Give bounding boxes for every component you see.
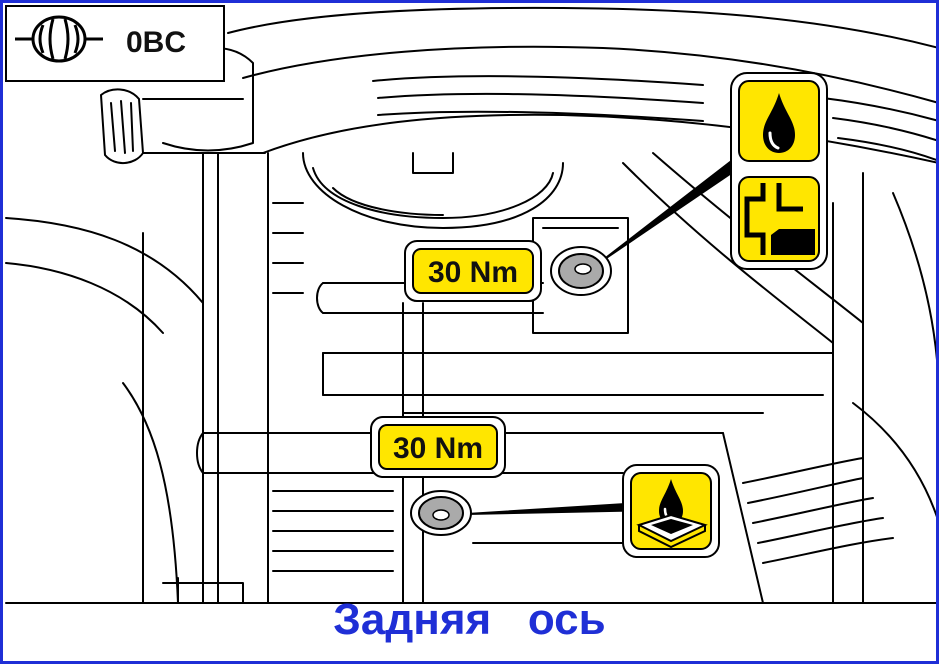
oil-drain-plug-icon <box>622 464 720 558</box>
transmission-code-icon <box>15 15 103 63</box>
oil-filler-plug <box>550 246 612 296</box>
oil-filler-plug-icon <box>730 72 828 270</box>
torque-value-filler: 30 Nm <box>428 256 518 289</box>
torque-badge-filler: 30 Nm <box>404 240 542 302</box>
oil-drain-plug <box>410 490 472 536</box>
diagram-caption: Задняя ось <box>333 595 606 644</box>
torque-value-drain: 30 Nm <box>393 432 483 465</box>
axle-housing-lines <box>5 6 936 604</box>
transmission-code-box: 0BC <box>5 5 225 82</box>
torque-badge-drain: 30 Nm <box>370 416 506 478</box>
transmission-code: 0BC <box>126 26 186 59</box>
rear-axle-drawing: 0BC 30 Nm 30 Nm <box>5 5 936 604</box>
